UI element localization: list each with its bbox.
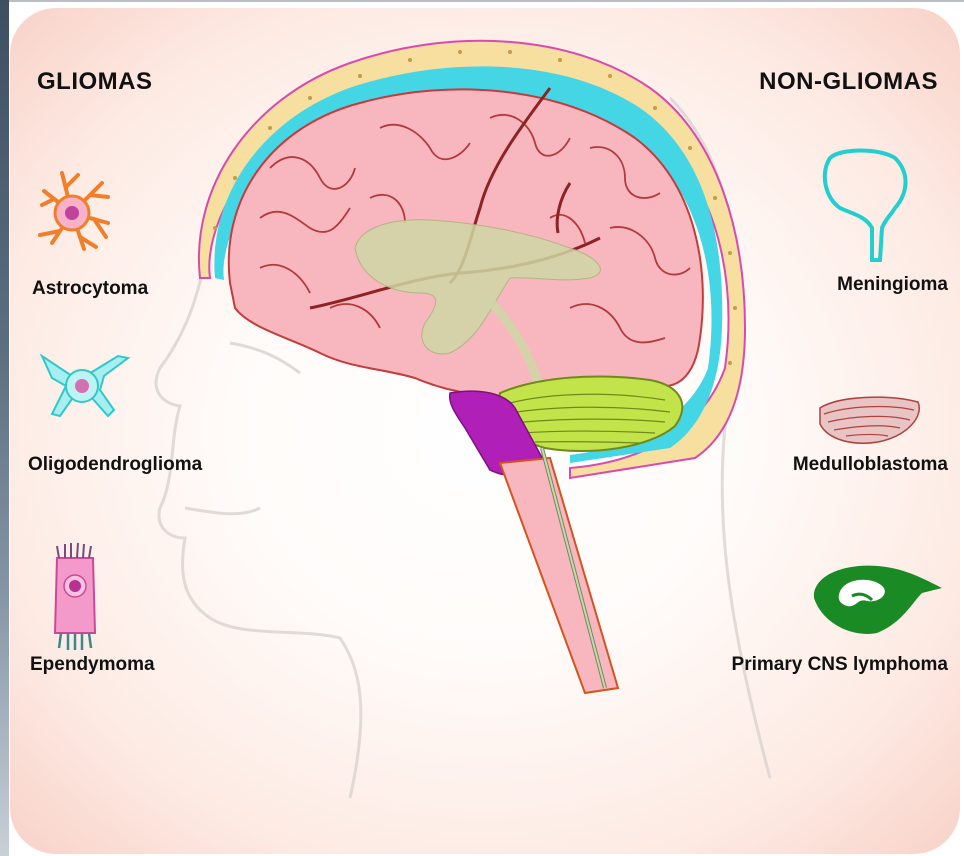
oligodendrocyte-icon — [42, 356, 128, 416]
ependymoma-label: Ependymoma — [30, 654, 155, 676]
oligodendroglioma-label: Oligodendroglioma — [28, 454, 202, 476]
brain-diagram — [10, 8, 960, 854]
ependymal-cell-icon — [55, 543, 95, 650]
astrocyte-icon — [40, 173, 108, 249]
diagram-panel: GLIOMAS NON-GLIOMAS Astrocytoma Oligoden… — [10, 8, 960, 854]
non-gliomas-heading: NON-GLIOMAS — [759, 68, 938, 96]
spinal-cord — [500, 458, 618, 693]
medulloblastoma-label: Medulloblastoma — [793, 454, 948, 476]
window-edge-strip — [0, 0, 9, 856]
primary-cns-lymphoma-label: Primary CNS lymphoma — [732, 654, 948, 676]
lymphoma-ventricle-icon — [814, 566, 942, 634]
astrocytoma-label: Astrocytoma — [32, 278, 148, 300]
window-top-border — [9, 0, 964, 2]
cerebellum-icon — [820, 397, 919, 443]
meningioma-label: Meningioma — [837, 274, 948, 296]
gliomas-heading: GLIOMAS — [37, 68, 153, 96]
meninges-outline-icon — [825, 151, 906, 261]
